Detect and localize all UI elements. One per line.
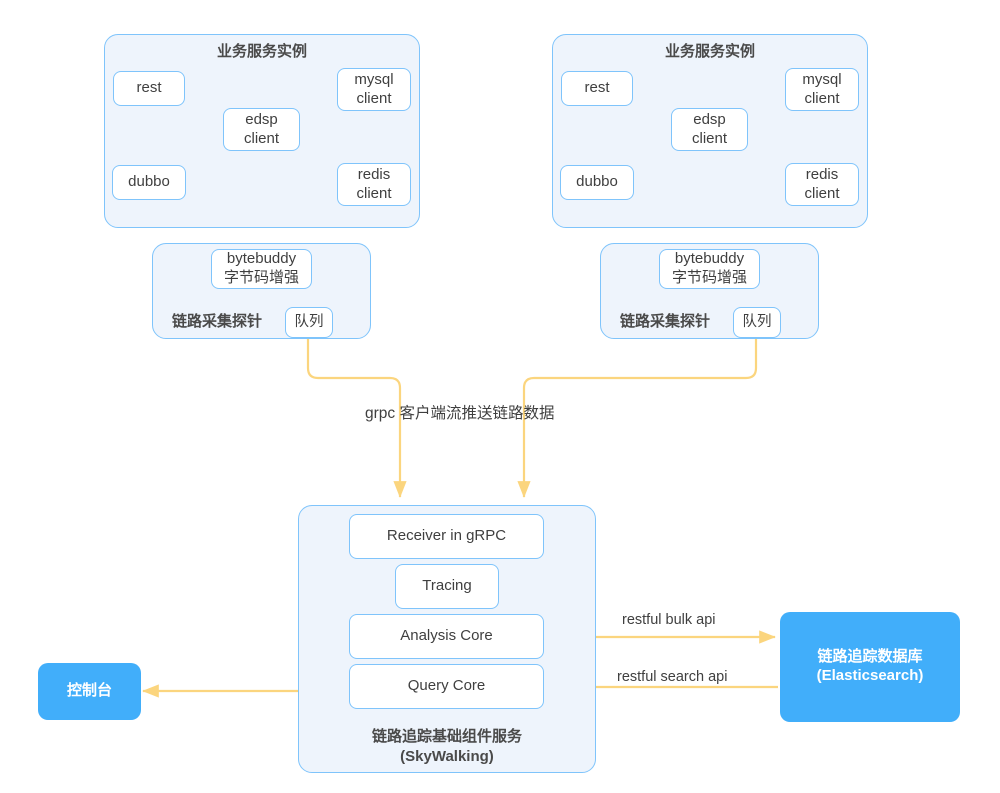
- edge-queue-right-to-skywalking: [517, 338, 758, 498]
- component-dubbo-1[interactable]: dubbo: [112, 165, 186, 200]
- edge-label-grpc-stream: grpc 客户端流推送链路数据: [365, 405, 555, 422]
- service-instance-title-1: 业务服务实例: [216, 43, 307, 60]
- backend-module-query-core[interactable]: Query Core: [349, 664, 544, 709]
- edge-label-search-api: restful search api: [617, 669, 728, 685]
- service-instance-title-2: 业务服务实例: [664, 43, 755, 60]
- agent-panel-2: [600, 243, 819, 339]
- backend-module-receiver[interactable]: Receiver in gRPC: [349, 514, 544, 559]
- console-box[interactable]: 控制台: [38, 663, 141, 720]
- backend-title: 链路追踪基础组件服务 (SkyWalking): [371, 728, 522, 766]
- backend-module-analysis-core[interactable]: Analysis Core: [349, 614, 544, 659]
- backend-module-tracing[interactable]: Tracing: [395, 564, 499, 609]
- component-mysql-client-1[interactable]: mysql client: [337, 68, 411, 111]
- agent-bytebuddy-1[interactable]: bytebuddy 字节码增强: [211, 249, 312, 289]
- edge-label-bulk-api: restful bulk api: [622, 612, 716, 628]
- component-edsp-client-2[interactable]: edsp client: [671, 108, 748, 151]
- agent-queue-2[interactable]: 队列: [733, 307, 781, 338]
- component-redis-client-2[interactable]: redis client: [785, 163, 859, 206]
- agent-queue-1[interactable]: 队列: [285, 307, 333, 338]
- component-mysql-client-2[interactable]: mysql client: [785, 68, 859, 111]
- storage-elasticsearch[interactable]: 链路追踪数据库 (Elasticsearch): [780, 612, 960, 722]
- agent-title-2: 链路采集探针: [619, 313, 710, 330]
- component-edsp-client-1[interactable]: edsp client: [223, 108, 300, 151]
- component-redis-client-1[interactable]: redis client: [337, 163, 411, 206]
- component-dubbo-2[interactable]: dubbo: [560, 165, 634, 200]
- agent-title-1: 链路采集探针: [171, 313, 262, 330]
- component-rest-2[interactable]: rest: [561, 71, 633, 106]
- component-rest-1[interactable]: rest: [113, 71, 185, 106]
- agent-bytebuddy-2[interactable]: bytebuddy 字节码增强: [659, 249, 760, 289]
